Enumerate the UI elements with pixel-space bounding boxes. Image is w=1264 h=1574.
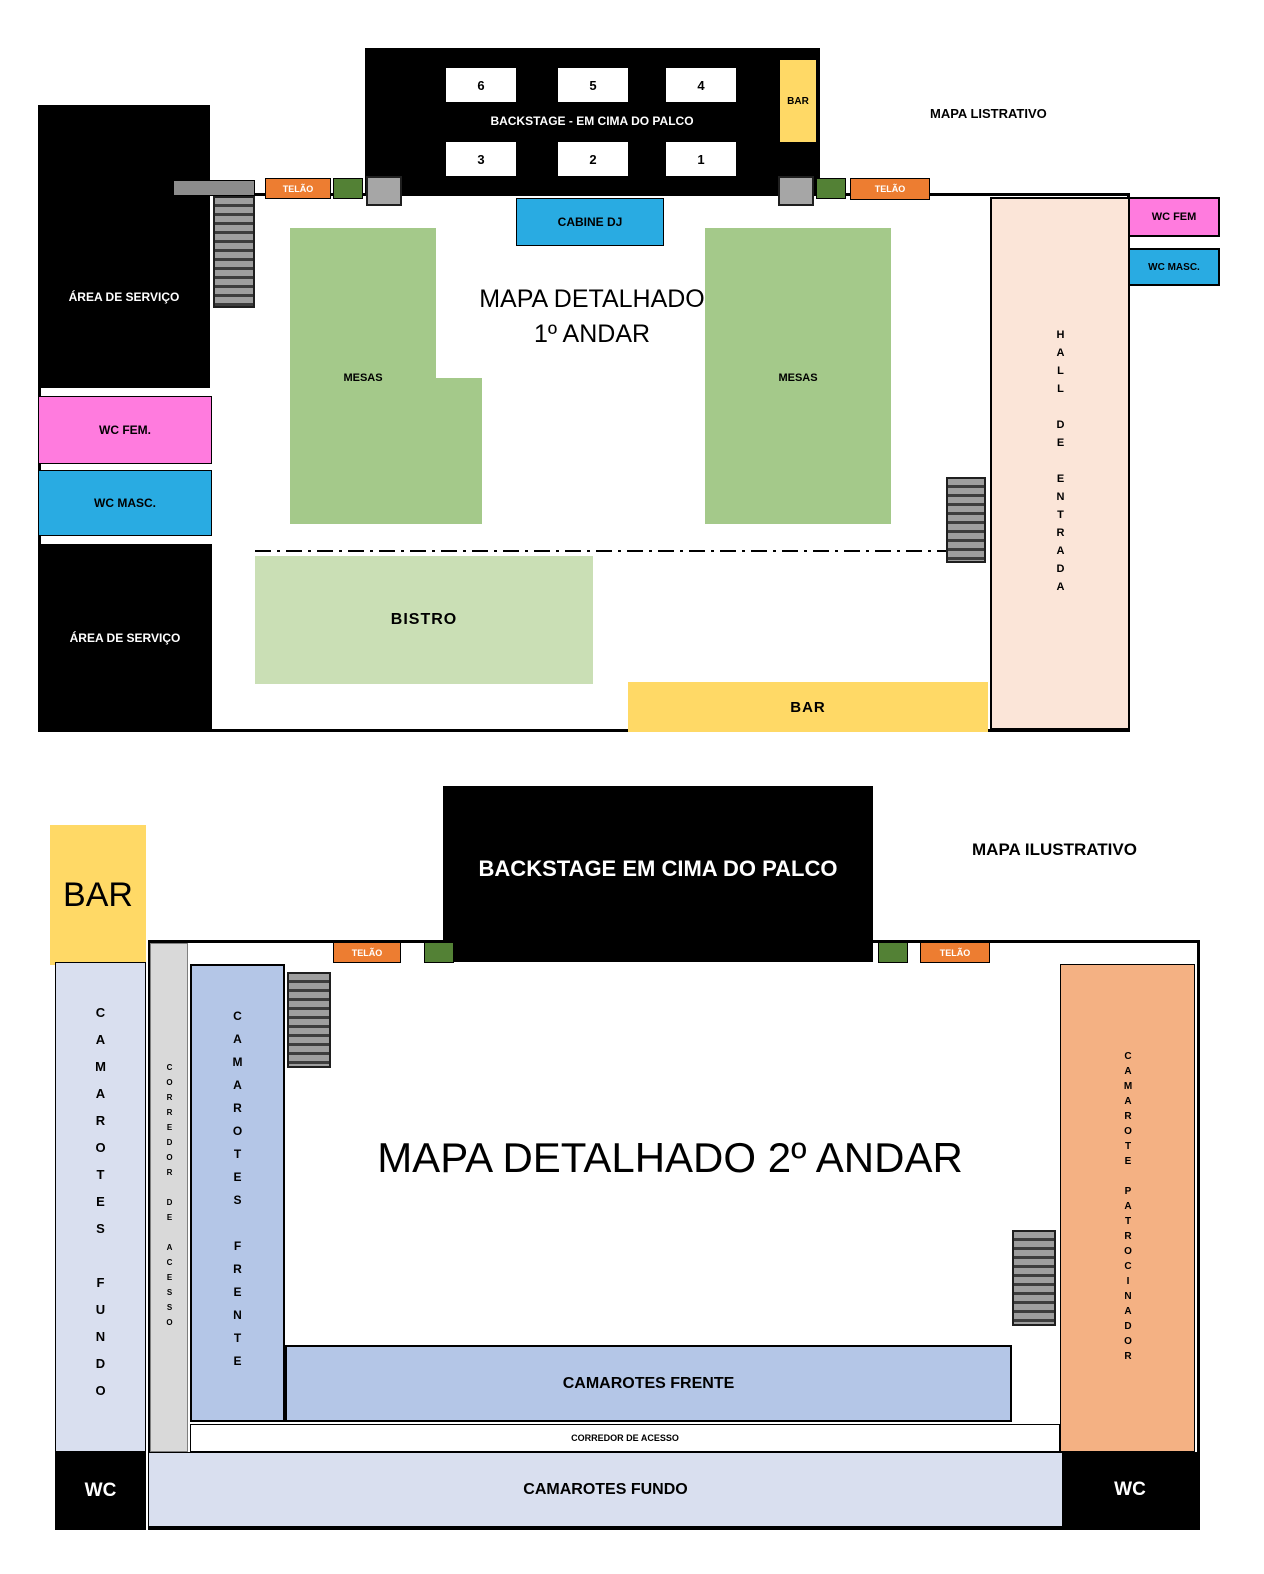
floor1-wc-masc-right: WC MASC. [1128,248,1220,286]
floor2-wc-right: WC [1063,1452,1197,1527]
floor2-camarotes-fundo-bottom: CAMAROTES FUNDO [148,1452,1063,1527]
floor1-wc-fem-right: WC FEM [1128,197,1220,237]
floor1-bistro: BISTRO [255,556,593,684]
floor2-camarote-patrocinador-label: CAMAROTE PATROCINADOR [1122,1050,1134,1366]
floor1-green-marker-left [333,178,363,199]
floor1-divider-dashline [255,550,948,552]
floor1-title-line1: MAPA DETALHADO [479,285,705,313]
stage-slot-2-label: 2 [589,151,597,167]
floor2-green-marker-left [424,942,454,963]
floor1-green-marker-right [816,178,846,199]
floor1-mesas-left-label: MESAS [343,372,383,384]
floor1-mesas-left-main [290,228,436,524]
floor2-camarotes-frente-left: CAMAROTES FRENTE [190,964,285,1422]
floor2-camarotes-frente-bottom: CAMAROTES FRENTE [285,1345,1012,1422]
floor2-bar: BAR [50,825,146,965]
floor1-mesas-right-label: MESAS [778,372,818,384]
floor1-mesas-right: MESAS [705,228,891,524]
stage-slot-4: 4 [664,66,738,104]
floor1-wall-platform [173,180,255,196]
floor1-telao-right: TELÃO [850,178,930,200]
floor1-hall-entrada: HALL DE ENTRADA [990,197,1130,730]
floor2-corredor-left-label: CORREDOR DE ACESSO [165,1062,174,1333]
stage-slot-1-label: 1 [697,151,705,167]
floor1-wc-fem-left: WC FEM. [38,396,212,464]
floor1-stairs-left-icon [213,196,255,308]
floor1-area-servico-bottom-label: ÁREA DE SERVIÇO [69,631,181,645]
stage-slot-5-label: 5 [589,77,597,93]
floor2-corredor-left: CORREDOR DE ACESSO [150,943,188,1452]
stage-slot-2: 2 [556,140,630,178]
floor2-camarotes-fundo-left-label: CAMAROTES FUNDO [93,1004,108,1410]
floor2-corredor-bottom: CORREDOR DE ACESSO [190,1424,1060,1452]
floor2-telao-left: TELÃO [333,942,401,963]
floor1-title: MAPA DETALHADO 1º ANDAR [417,282,767,352]
stage-slot-3-label: 3 [477,151,485,167]
floor1-bar-bottom: BAR [628,682,988,732]
floor2-camarote-patrocinador: CAMAROTE PATROCINADOR [1060,964,1195,1452]
floor1-backstage-label: BACKSTAGE - EM CIMA DO PALCO [490,114,694,128]
floor1-area-servico-bottom: ÁREA DE SERVIÇO [38,544,212,732]
floor1-wc-masc-left: WC MASC. [38,470,212,536]
stage-slot-6: 6 [444,66,518,104]
stage-slot-6-label: 6 [477,77,485,93]
stage-slot-4-label: 4 [697,77,705,93]
floor2-green-marker-right [878,942,908,963]
floor1-speaker-box-left [366,176,402,206]
stage-slot-5: 5 [556,66,630,104]
floor2-stairs-right-icon [1012,1230,1056,1326]
floor2-stairs-left-icon [287,972,331,1068]
floor1-stairs-right-icon [946,477,986,563]
floor1-map-note: MAPA LISTRATIVO [930,106,1047,121]
floor1-mesas-left-extension [436,378,482,524]
floor2-telao-right: TELÃO [920,942,990,963]
floor1-area-servico-top: ÁREA DE SERVIÇO [38,105,210,388]
floor1-cabine-dj: CABINE DJ [516,198,664,246]
floor2-backstage-stage: BACKSTAGE EM CIMA DO PALCO [443,786,873,962]
stage-slot-3: 3 [444,140,518,178]
floor1-speaker-box-right [778,176,814,206]
floor1-hall-entrada-label: HALL DE ENTRADA [1054,328,1067,599]
floor1-stage-bar: BAR [780,60,816,142]
floor1-area-servico-top-label: ÁREA DE SERVIÇO [68,289,180,304]
floor2-camarotes-fundo-left: CAMAROTES FUNDO [55,962,146,1452]
floor2-wc-left: WC [55,1452,146,1530]
floor1-backstage-stage: 6 5 4 BACKSTAGE - EM CIMA DO PALCO 3 2 1… [365,48,820,196]
floor2-map-note: MAPA ILUSTRATIVO [972,840,1137,859]
floor1-title-line2: 1º ANDAR [533,320,651,348]
floor2-camarotes-frente-left-label: CAMAROTES FRENTE [230,1009,245,1377]
floor2-backstage-label: BACKSTAGE EM CIMA DO PALCO [478,856,838,881]
floor1-mesas-left: MESAS [290,228,482,524]
floor1-telao-left: TELÃO [265,178,331,199]
stage-slot-1: 1 [664,140,738,178]
floor2-title: MAPA DETALHADO 2º ANDAR [377,1134,963,1181]
